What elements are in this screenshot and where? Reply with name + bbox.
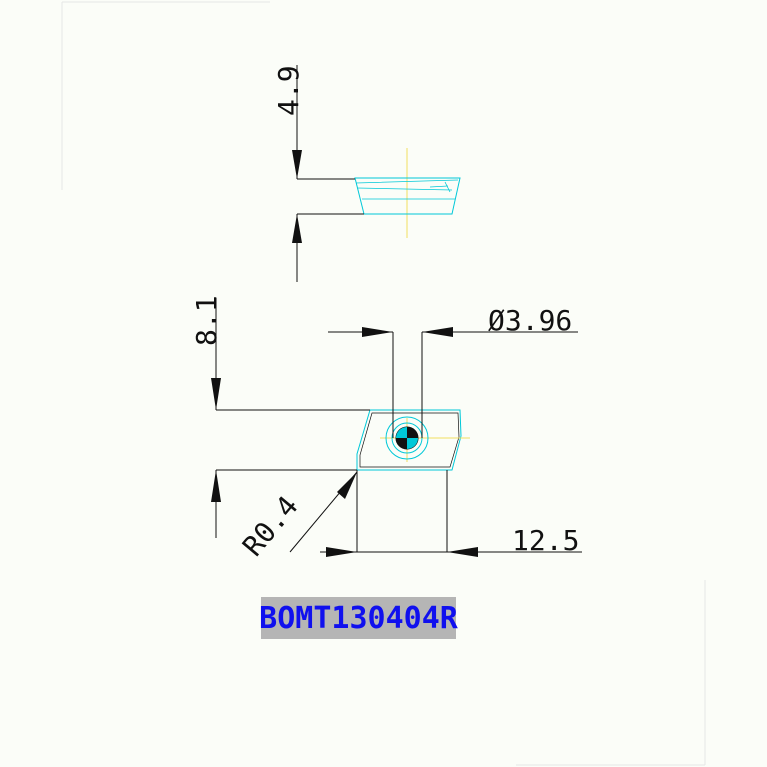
hole-arrow-left: [362, 327, 393, 337]
part-number-text: BOMT130404R: [259, 600, 458, 636]
width-arrow-top: [211, 378, 221, 410]
hole-outer-circle: [385, 416, 429, 460]
part-number-label: BOMT130404R: [259, 597, 458, 639]
length-arrow-right: [447, 547, 478, 557]
side-view-outline: [354, 177, 461, 215]
top-view: Ø3.96 8.1 12.5 R0.4: [190, 295, 582, 562]
thickness-dim-text: 4.9: [272, 65, 305, 116]
hole-diameter-text: Ø3.96: [488, 304, 572, 337]
radius-arrow: [337, 472, 357, 499]
insert-outline: [356, 409, 462, 471]
width-arrow-bottom: [211, 470, 221, 502]
side-view: 4.9: [272, 65, 461, 282]
width-dim-text: 8.1: [190, 295, 223, 346]
hole-arrow-right: [422, 327, 453, 337]
radius-dim-text: R0.4: [236, 490, 305, 563]
length-dim-text: 12.5: [512, 524, 579, 557]
thickness-arrow-top: [292, 150, 302, 179]
thickness-arrow-bottom: [292, 214, 302, 243]
length-arrow-left: [326, 547, 357, 557]
